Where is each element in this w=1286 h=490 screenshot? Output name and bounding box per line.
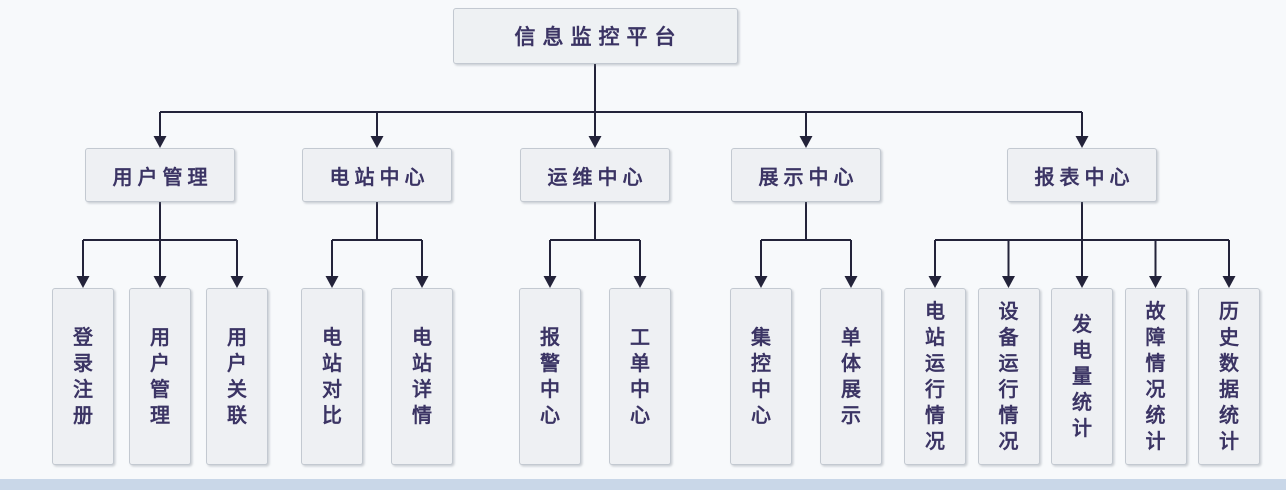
root-node: 信息监控平台 [452,8,738,64]
branch-node: 运维中心 [520,148,670,202]
branch-node-label: 运维中心 [547,166,648,189]
leaf-node: 用 户 管 理 [129,288,191,465]
arrowhead [588,136,602,148]
leaf-node-label: 电 站 运 行 情 况 [925,300,945,453]
leaf-node: 单 体 展 示 [820,288,882,465]
arrowhead [370,136,384,148]
branch-node-label: 展示中心 [758,166,859,189]
branch-node: 展示中心 [731,148,881,202]
leaf-node: 报 警 中 心 [519,288,581,465]
leaf-node: 电 站 详 情 [391,288,453,465]
arrowhead [633,276,647,288]
root-node-label: 信息监控平台 [514,26,683,49]
leaf-node-label: 用 户 关 联 [227,326,247,427]
branch-node-label: 电站中心 [329,166,430,189]
arrowhead [230,276,244,288]
arrowhead [928,276,942,288]
leaf-node-label: 登 录 注 册 [73,326,93,427]
leaf-node-label: 用 户 管 理 [150,326,170,427]
leaf-node-label: 发 电 量 统 计 [1072,313,1092,440]
leaf-node-label: 单 体 展 示 [841,326,861,427]
arrowhead [325,276,339,288]
branch-node: 电站中心 [302,148,452,202]
arrowhead [844,276,858,288]
bottom-bar [0,479,1286,490]
leaf-node: 电 站 对 比 [301,288,363,465]
leaf-node: 用 户 关 联 [206,288,268,465]
leaf-node-label: 电 站 对 比 [322,326,342,427]
branch-node-label: 报表中心 [1034,166,1135,189]
leaf-node: 历 史 数 据 统 计 [1198,288,1260,465]
leaf-node-label: 电 站 详 情 [412,326,432,427]
branch-node: 用户管理 [85,148,235,202]
arrowhead [799,136,813,148]
arrowhead [543,276,557,288]
arrowhead [76,276,90,288]
leaf-node: 发 电 量 统 计 [1051,288,1113,465]
arrowhead [153,136,167,148]
leaf-node: 故 障 情 况 统 计 [1124,288,1187,465]
leaf-node-label: 报 警 中 心 [540,326,560,427]
arrowhead [153,276,167,288]
leaf-node: 电 站 运 行 情 况 [904,288,966,465]
arrowhead [1075,136,1089,148]
leaf-node-label: 历 史 数 据 统 计 [1219,300,1239,453]
branch-node-label: 用户管理 [112,166,213,189]
leaf-node: 登 录 注 册 [52,288,114,465]
leaf-node: 集 控 中 心 [730,288,792,465]
arrowhead [1075,276,1089,288]
arrowhead [415,276,429,288]
connector-path [82,64,1230,276]
branch-node: 报表中心 [1007,148,1157,202]
leaf-node: 工 单 中 心 [609,288,671,465]
arrowhead [1149,276,1162,288]
leaf-node: 设 备 运 行 情 况 [977,288,1040,465]
arrowhead [1222,276,1236,288]
leaf-node-label: 故 障 情 况 统 计 [1145,300,1166,453]
leaf-node-label: 设 备 运 行 情 况 [998,300,1019,453]
leaf-node-label: 集 控 中 心 [751,326,771,427]
arrowhead [1002,276,1015,288]
arrowhead [754,276,768,288]
leaf-node-label: 工 单 中 心 [630,326,650,427]
